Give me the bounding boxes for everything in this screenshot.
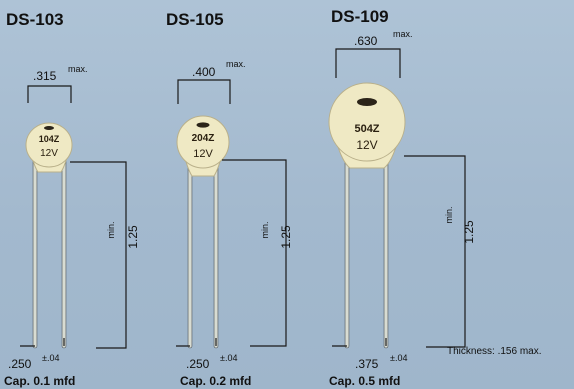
- part-ds-105: DS-105 .400 max. 204Z 12V min. 1.25 .250…: [166, 10, 293, 388]
- manufacturer-logo-icon: [357, 98, 377, 106]
- width-dimension: .315: [33, 69, 57, 83]
- spacing-dimension: .375: [355, 357, 379, 371]
- capacitance-label: Cap. 0.2 mfd: [180, 374, 251, 388]
- width-bracket: [335, 48, 401, 78]
- capacitor-body: [25, 122, 73, 168]
- manufacturer-logo-icon: [196, 122, 210, 128]
- width-bracket: [177, 79, 231, 104]
- lead-length-note: min.: [260, 221, 270, 238]
- lead-length-dimension: 1.25: [279, 225, 293, 249]
- manufacturer-logo-icon: [44, 126, 54, 130]
- width-note: max.: [226, 59, 246, 69]
- part-title: DS-105: [166, 10, 224, 29]
- lead-length-dimension: 1.25: [462, 220, 476, 244]
- width-note: max.: [393, 29, 413, 39]
- part-ds-103: DS-103 .315 max. 104Z 12V min. 1.25 .250…: [4, 10, 140, 388]
- spacing-dimension: .250: [186, 357, 210, 371]
- capacitor-code: 504Z: [354, 123, 379, 135]
- part-title: DS-103: [6, 10, 64, 29]
- spacing-bracket: [20, 338, 65, 347]
- part-ds-109: DS-109 .630 max. 504Z 12V min. 1.25 .375…: [328, 7, 476, 388]
- spacing-dimension: .250: [8, 357, 32, 371]
- lead-length-note: min.: [106, 221, 116, 238]
- capacitor-voltage: 12V: [40, 148, 58, 159]
- width-dimension: .630: [354, 34, 378, 48]
- lead-length-bracket: [222, 159, 287, 347]
- capacitance-label: Cap. 0.1 mfd: [4, 374, 75, 388]
- capacitor-body: [176, 115, 230, 169]
- spacing-tolerance: ±.04: [220, 353, 237, 363]
- spacing-tolerance: ±.04: [390, 353, 407, 363]
- part-title: DS-109: [331, 7, 389, 26]
- spacing-bracket: [332, 338, 387, 347]
- lead-length-bracket: [404, 155, 466, 348]
- capacitor-code: 104Z: [39, 134, 60, 144]
- spacing-bracket: [176, 338, 217, 347]
- lead-length-note: min.: [444, 206, 454, 223]
- width-dimension: .400: [192, 65, 216, 79]
- spacing-tolerance: ±.04: [42, 353, 59, 363]
- capacitor-voltage: 12V: [193, 148, 213, 160]
- thickness-note: Thickness: .156 max.: [447, 346, 541, 357]
- lead-length-dimension: 1.25: [126, 225, 140, 249]
- width-bracket: [27, 85, 72, 103]
- capacitor-voltage: 12V: [356, 138, 377, 152]
- lead-length-bracket: [70, 161, 127, 349]
- width-note: max.: [68, 64, 88, 74]
- capacitor-body: [328, 82, 406, 162]
- capacitor-code: 204Z: [192, 133, 215, 144]
- capacitance-label: Cap. 0.5 mfd: [329, 374, 400, 388]
